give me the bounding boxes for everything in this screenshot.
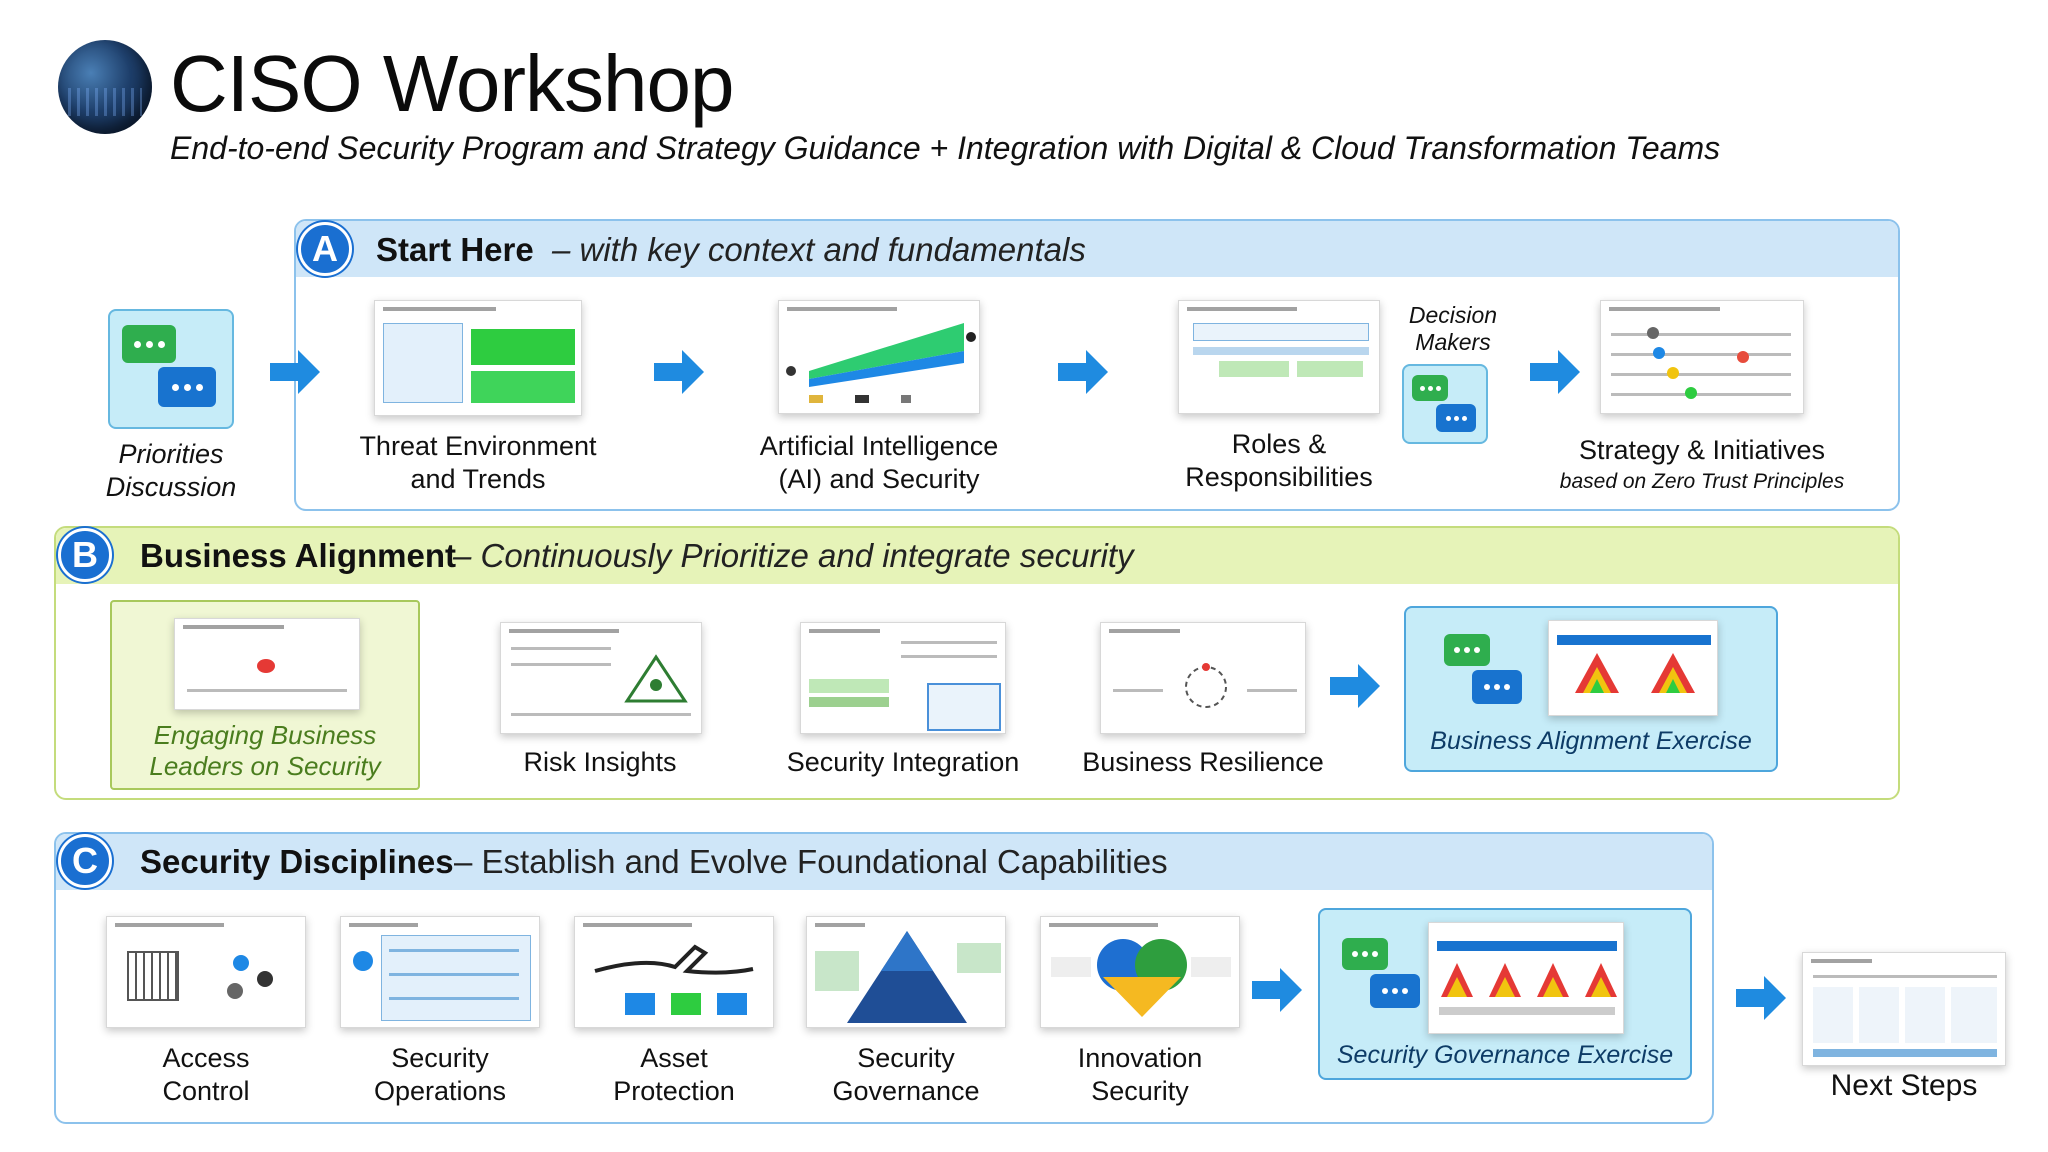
roles-responsibilities-label: Roles & Responsibilities	[1185, 429, 1373, 492]
governance-pyramid-icon	[815, 931, 1001, 1023]
zero-trust-sublabel: based on Zero Trust Principles	[1559, 470, 1845, 493]
section-c-title: Security Disciplines	[140, 843, 454, 880]
section-b-badge: B	[58, 528, 112, 582]
triangle-icon	[624, 654, 688, 703]
next-steps-thumbnail[interactable]	[1802, 952, 2006, 1066]
decision-makers-label: Decision Makers	[1408, 302, 1498, 356]
strategy-initiatives-label: Strategy & Initiatives	[1578, 435, 1826, 465]
engaging-business-leaders-box[interactable]: Engaging Business Leaders on Security	[110, 600, 420, 790]
security-integration-label: Security Integration	[786, 747, 1020, 777]
page-subtitle: End-to-end Security Program and Strategy…	[170, 130, 1721, 166]
asset-protection-thumbnail[interactable]	[574, 916, 774, 1028]
engaging-business-thumbnail	[174, 618, 360, 710]
innovation-security-thumbnail[interactable]	[1040, 916, 1240, 1028]
section-b-tagline: – Continuously Prioritize and integrate …	[453, 537, 1134, 574]
arrow-right-icon	[1530, 350, 1580, 394]
roles-responsibilities-thumbnail[interactable]	[1178, 300, 1380, 414]
arrow-right-icon	[654, 350, 704, 394]
security-integration-thumbnail[interactable]	[800, 622, 1006, 734]
asset-protection-label: Asset Protection	[613, 1043, 735, 1106]
next-steps-label: Next Steps	[1830, 1069, 1978, 1102]
risk-insights-thumbnail[interactable]	[500, 622, 702, 734]
section-b-title: Business Alignment	[140, 537, 456, 574]
section-a-title: Start Here	[376, 231, 534, 268]
business-alignment-exercise-label: Business Alignment Exercise	[1430, 727, 1752, 755]
resilience-cycle-icon	[1185, 663, 1227, 708]
security-operations-thumbnail[interactable]	[340, 916, 540, 1028]
priorities-discussion-label: Priorities Discussion	[105, 439, 237, 502]
security-governance-exercise-box[interactable]: Security Governance Exercise	[1318, 908, 1692, 1080]
business-alignment-thumbnail	[1548, 620, 1718, 716]
business-resilience-thumbnail[interactable]	[1100, 622, 1306, 734]
arrow-right-icon	[1058, 350, 1108, 394]
section-a-header	[296, 221, 1898, 277]
security-operations-label: Security Operations	[373, 1043, 507, 1106]
priorities-chat-icon[interactable]	[108, 309, 234, 429]
section-c-tagline: – Establish and Evolve Foundational Capa…	[454, 843, 1168, 880]
business-alignment-exercise-box[interactable]: Business Alignment Exercise	[1404, 606, 1778, 772]
section-c-header	[56, 834, 1712, 890]
security-governance-label: Security Governance	[832, 1043, 980, 1106]
page-title: CISO Workshop	[170, 39, 734, 128]
business-resilience-label: Business Resilience	[1082, 747, 1324, 777]
lifecycle-dinosaur-icon	[594, 944, 754, 1015]
security-governance-exercise-label: Security Governance Exercise	[1336, 1041, 1674, 1069]
threat-environment-label: Threat Environment and Trends	[359, 431, 597, 494]
ai-security-thumbnail[interactable]	[778, 300, 980, 414]
risk-insights-label: Risk Insights	[523, 747, 677, 777]
section-b-header	[56, 528, 1898, 584]
innovation-security-label: Innovation Security	[1077, 1043, 1203, 1106]
ai-security-label: Artificial Intelligence (AI) and Securit…	[759, 431, 999, 494]
access-control-label: Access Control	[162, 1043, 250, 1106]
arrow-right-icon	[1252, 968, 1302, 1012]
arrow-right-icon	[270, 350, 320, 394]
section-a-tagline: – with key context and fundamentals	[552, 231, 1086, 268]
arrow-right-icon	[1736, 976, 1786, 1020]
decision-makers-chat-icon[interactable]	[1402, 364, 1488, 444]
threat-environment-thumbnail[interactable]	[374, 300, 582, 416]
ai-trend-chart-icon	[786, 323, 976, 403]
section-c-badge: C	[58, 834, 112, 888]
section-a-badge: A	[298, 222, 352, 276]
globe-logo-icon	[58, 40, 152, 134]
devsecops-heart-icon	[1051, 939, 1231, 1017]
access-control-thumbnail[interactable]	[106, 916, 306, 1028]
security-governance-exercise-thumbnail	[1428, 922, 1624, 1034]
arrow-right-icon	[1330, 664, 1380, 708]
governance-pyramids-icon	[1439, 963, 1617, 1015]
pyramid-chart-icon	[1575, 653, 1695, 693]
security-governance-thumbnail[interactable]	[806, 916, 1006, 1028]
engaging-business-label: Engaging Business Leaders on Security	[149, 720, 381, 782]
strategy-initiatives-thumbnail[interactable]	[1600, 300, 1804, 414]
